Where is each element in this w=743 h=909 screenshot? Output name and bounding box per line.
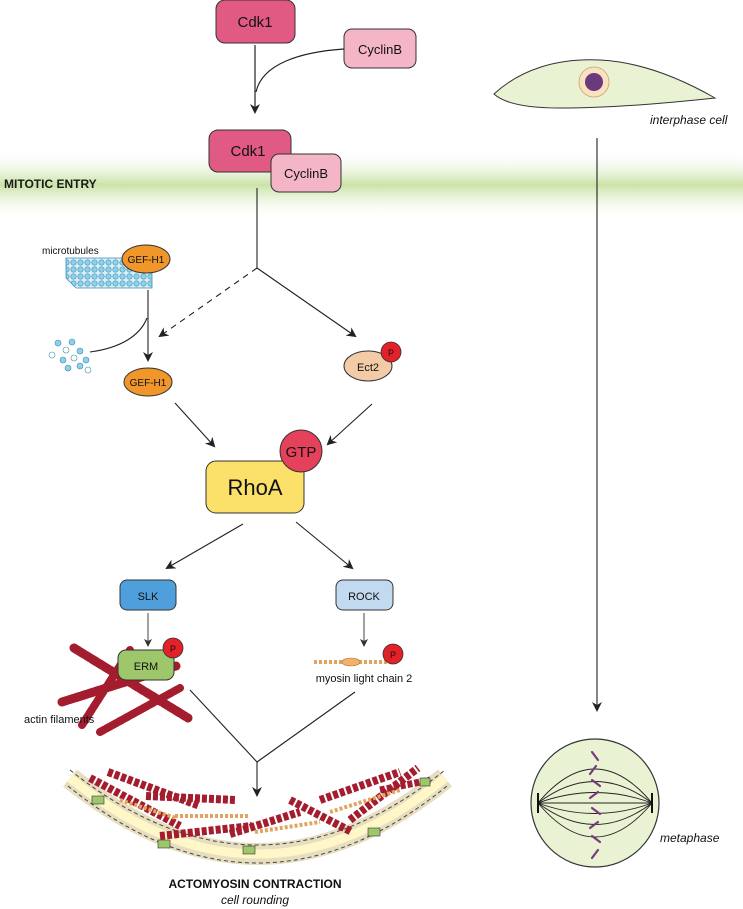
erm-box xyxy=(117,649,175,681)
cyclinb-join-curve xyxy=(255,48,345,93)
mlc2-label: myosin light chain 2 xyxy=(316,673,413,685)
gefh1-bound-node xyxy=(121,244,171,274)
erm-phospho-badge xyxy=(162,637,184,659)
metaphase-label: metaphase xyxy=(660,831,720,845)
ect2-phospho-label: P xyxy=(388,348,394,358)
cell-cortex xyxy=(63,764,452,865)
cyclinb-complex-label: CyclinB xyxy=(284,166,328,181)
gtp-label: GTP xyxy=(286,444,317,461)
slk-label: SLK xyxy=(138,591,159,603)
converge-right xyxy=(256,691,356,763)
slk-box xyxy=(119,579,177,611)
arrow-gefh1-to-rhoa xyxy=(174,402,216,448)
arrow-to-gefh1-dashed xyxy=(158,267,258,338)
microtubules-label: microtubules xyxy=(42,246,99,257)
cdk1-complex-label: Cdk1 xyxy=(230,143,265,160)
gefh1-bound-label: GEF-H1 xyxy=(128,255,165,266)
arrow-rhoa-to-slk xyxy=(165,523,244,570)
interphase-label: interphase cell xyxy=(650,113,728,127)
gefh1-label: GEF-H1 xyxy=(130,378,167,389)
gtp-badge xyxy=(279,429,323,473)
cdk1-complex-box xyxy=(208,129,292,173)
erm-label: ERM xyxy=(134,661,158,673)
cyclinb-box xyxy=(343,28,417,69)
gefh1-node xyxy=(123,367,173,397)
arrow-rhoa-to-rock xyxy=(295,521,354,570)
cyclinb-label: CyclinB xyxy=(358,42,402,57)
mlc2-phospho-badge xyxy=(382,643,404,665)
cdk1-label: Cdk1 xyxy=(237,14,272,31)
cdk1-box xyxy=(215,0,296,44)
actomyosin-label: ACTOMYOSIN CONTRACTION xyxy=(168,877,341,891)
rock-label: ROCK xyxy=(348,591,380,603)
metaphase-cell xyxy=(530,738,660,868)
cyclinb-complex-box xyxy=(270,153,342,193)
converge-left xyxy=(189,689,258,763)
ect2-phospho-badge xyxy=(380,341,402,363)
ect2-label: Ect2 xyxy=(357,362,379,374)
rhoa-label: RhoA xyxy=(227,475,282,500)
tubulin-release-curve xyxy=(89,317,148,353)
arrow-to-ect2 xyxy=(256,267,357,338)
ect2-node xyxy=(343,350,393,382)
actin-filaments-label: actin filaments xyxy=(24,714,95,726)
free-tubulin xyxy=(48,338,92,374)
mitotic-entry-band xyxy=(0,150,743,220)
mitotic-entry-label: MITOTIC ENTRY xyxy=(4,177,97,191)
rhoa-box xyxy=(205,460,305,514)
erm-phospho-label: P xyxy=(170,644,176,654)
interphase-chromatin xyxy=(585,73,603,91)
rock-box xyxy=(335,579,394,611)
arrow-ect2-to-rhoa xyxy=(326,403,373,446)
mlc2-phospho-label: P xyxy=(390,650,396,660)
cell-rounding-label: cell rounding xyxy=(221,893,289,907)
myosin-filament xyxy=(314,657,388,667)
